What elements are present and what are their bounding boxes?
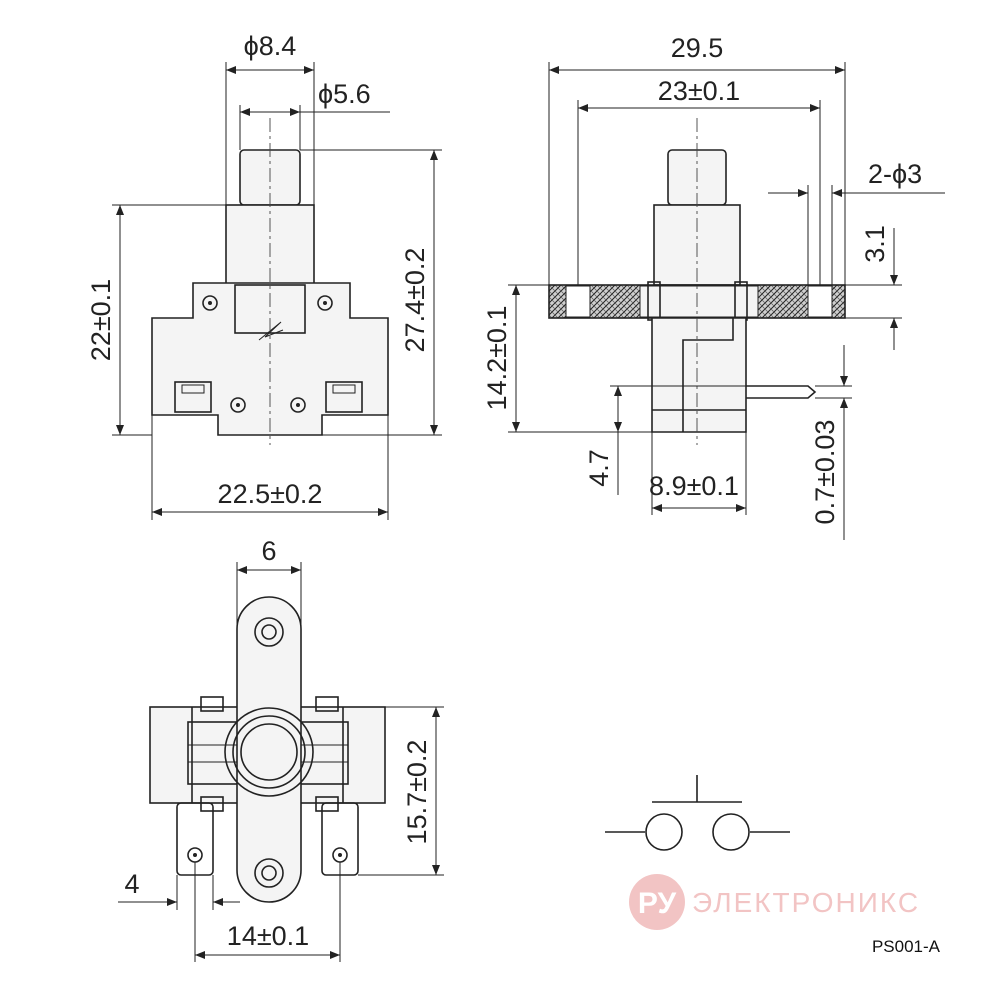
dim-0-7: 0.7±0.03 (810, 420, 840, 525)
dim-phi-8-4: ϕ8.4 (244, 31, 297, 61)
side-view: 29.5 23±0.1 2-ϕ3 3.1 14.2±0.1 4.7 8.9±0.… (482, 33, 945, 540)
dim-27-4: 27.4±0.2 (400, 248, 430, 353)
dim-4: 4 (124, 869, 139, 899)
dim-3-1: 3.1 (860, 225, 890, 263)
dim-23: 23±0.1 (658, 76, 740, 106)
dim-15-7: 15.7±0.2 (402, 740, 432, 845)
dim-2-phi-3: 2-ϕ3 (868, 159, 922, 189)
watermark-name: ЭЛЕКТРОНИКС (692, 887, 920, 918)
part-number: PS001-A (872, 937, 941, 956)
dim-6: 6 (261, 536, 276, 566)
watermark: РУ ЭЛЕКТРОНИКС (629, 874, 920, 930)
front-view: ϕ8.4 ϕ5.6 22±0.1 27.4±0.2 22.5±0.2 (86, 31, 442, 520)
dim-4-7: 4.7 (584, 449, 614, 487)
screw-hole (202, 295, 333, 413)
dim-29-5: 29.5 (671, 33, 724, 63)
dim-14-2: 14.2±0.1 (482, 306, 512, 411)
dim-14: 14±0.1 (227, 921, 309, 951)
dim-8-9: 8.9±0.1 (649, 471, 739, 501)
dim-phi-5-6: ϕ5.6 (318, 79, 371, 109)
switch-symbol (605, 775, 790, 851)
bottom-view: 6 15.7±0.2 4 14±0.1 (118, 536, 444, 962)
watermark-logo-icon (629, 874, 685, 930)
dim-22: 22±0.1 (86, 279, 116, 361)
dim-22-5: 22.5±0.2 (218, 479, 323, 509)
watermark-logo-text: РУ (638, 887, 677, 920)
